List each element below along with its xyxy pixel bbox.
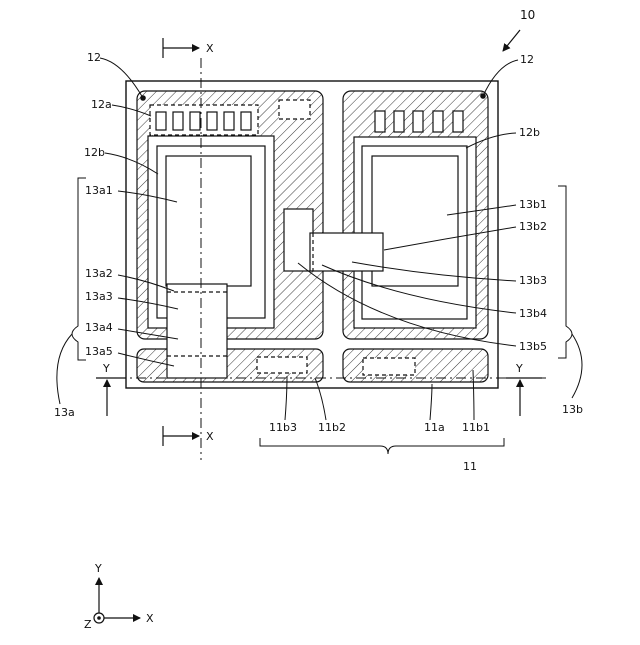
pad xyxy=(394,111,404,132)
axis-label-x: X xyxy=(146,612,154,625)
label-13a2: 13a2 xyxy=(85,267,113,280)
label-section-y-right: Y xyxy=(515,362,523,375)
pad xyxy=(207,112,217,130)
dashed-box-11a xyxy=(363,358,415,375)
label-12a: 12a xyxy=(91,98,112,111)
label-12-left: 12 xyxy=(87,51,101,64)
label-11b2: 11b2 xyxy=(318,421,346,434)
pad xyxy=(190,112,200,130)
label-13b5: 13b5 xyxy=(519,340,547,353)
label-13b3: 13b3 xyxy=(519,274,547,287)
pad xyxy=(433,111,443,132)
label-13b4: 13b4 xyxy=(519,307,547,320)
right-window-inner xyxy=(372,156,458,286)
label-11: 11 xyxy=(463,460,477,473)
pad xyxy=(413,111,423,132)
pad xyxy=(241,112,251,130)
label-11a: 11a xyxy=(424,421,445,434)
label-12b-left: 12b xyxy=(84,146,105,159)
label-13b2: 13b2 xyxy=(519,220,547,233)
axis-z-dot xyxy=(97,616,101,620)
leader-11a xyxy=(430,384,432,420)
dashed-box-top xyxy=(279,100,310,119)
brace-13a xyxy=(72,178,86,360)
chip-13b-left xyxy=(284,209,313,271)
label-13a4: 13a4 xyxy=(85,321,113,334)
label-13b1: 13b1 xyxy=(519,198,547,211)
label-13a1: 13a1 xyxy=(85,184,113,197)
left-window-inner xyxy=(166,156,251,286)
axis-label-z: Z xyxy=(84,618,92,631)
pad xyxy=(224,112,234,130)
brace-11 xyxy=(260,438,504,454)
dashed-box-11b3 xyxy=(257,357,307,373)
label-12b-right: 12b xyxy=(519,126,540,139)
label-13a3: 13a3 xyxy=(85,290,113,303)
label-section-x-bottom: X xyxy=(206,430,214,443)
leader-13b xyxy=(572,334,582,398)
pad xyxy=(156,112,166,130)
label-13a: 13a xyxy=(54,406,75,419)
label-11b1: 11b1 xyxy=(462,421,490,434)
pad xyxy=(375,111,385,132)
label-13b: 13b xyxy=(562,403,583,416)
label-section-y-left: Y xyxy=(102,362,110,375)
chip-13a xyxy=(167,284,227,378)
leader-13a xyxy=(57,334,72,404)
label-12-right: 12 xyxy=(520,53,534,66)
label-10: 10 xyxy=(520,8,535,22)
label-13a5: 13a5 xyxy=(85,345,113,358)
label-section-x-top: X xyxy=(206,42,214,55)
brace-13b xyxy=(558,186,572,358)
axis-label-y: Y xyxy=(94,562,102,575)
label-11b3: 11b3 xyxy=(269,421,297,434)
leader-10 xyxy=(503,30,520,51)
pad xyxy=(173,112,183,130)
pad xyxy=(453,111,463,132)
